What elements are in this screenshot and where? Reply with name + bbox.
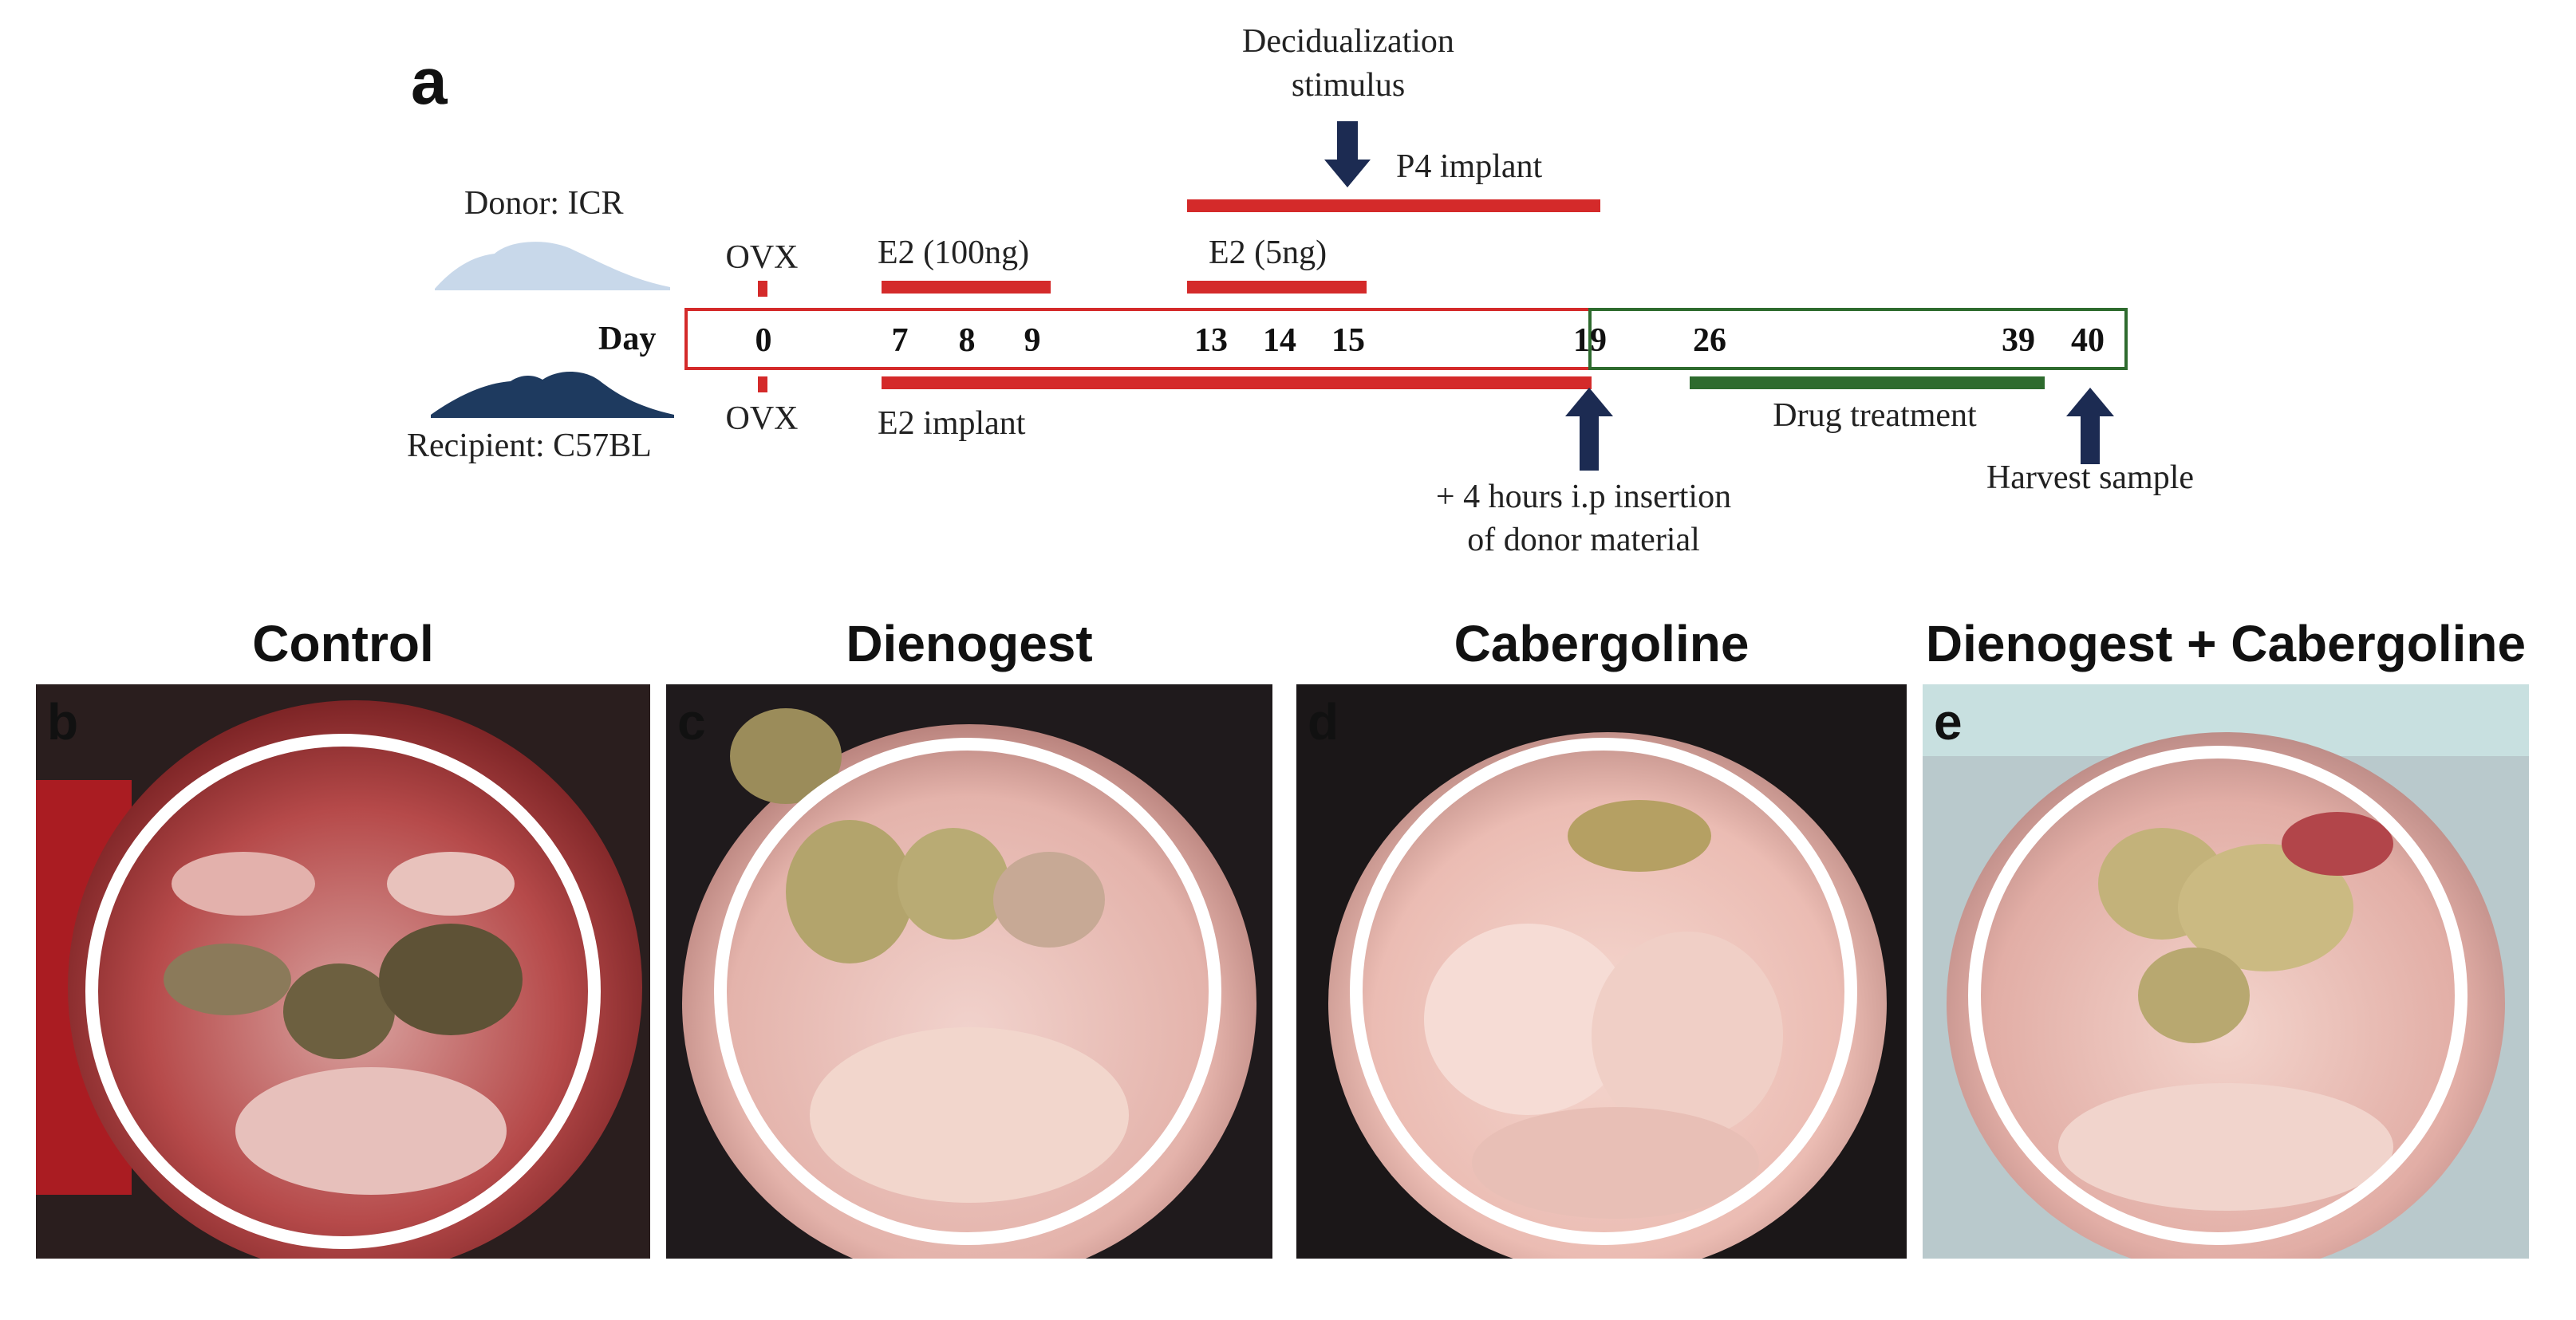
day-tick: 39 bbox=[2002, 322, 2035, 359]
insertion-label-line1: + 4 hours i.p insertion bbox=[1436, 479, 1731, 515]
day-tick: 40 bbox=[2071, 322, 2105, 359]
e2-5ng-bar bbox=[1187, 281, 1367, 294]
day-tick: 8 bbox=[959, 322, 976, 359]
decidualization-label-line1: Decidualization bbox=[1242, 23, 1454, 60]
timeline-diagram: a Decidualization stimulus P4 implant Do… bbox=[407, 23, 2194, 558]
insertion-arrow-icon bbox=[1565, 388, 1613, 471]
day-tick: 19 bbox=[1573, 322, 1607, 359]
ovx-bottom-label: OVX bbox=[726, 400, 799, 437]
p4-implant-bar bbox=[1187, 199, 1600, 212]
e2-5ng-label: E2 (5ng) bbox=[1209, 234, 1327, 271]
panel-c-title: Dienogest bbox=[846, 615, 1093, 672]
decidualization-arrow-icon bbox=[1324, 121, 1371, 187]
panel-c-photo: c bbox=[666, 684, 1272, 1259]
panel-b-photo: b bbox=[36, 684, 650, 1259]
day-tick: 0 bbox=[755, 322, 772, 359]
e2-implant-bar bbox=[882, 376, 1592, 389]
recipient-label: Recipient: C57BL bbox=[407, 428, 652, 464]
day-tick: 7 bbox=[892, 322, 909, 359]
e2-implant-label: E2 implant bbox=[878, 405, 1026, 442]
panel-e-photo: e bbox=[1923, 684, 2529, 1259]
ovx-top-label: OVX bbox=[726, 239, 799, 276]
insertion-label-line2: of donor material bbox=[1467, 522, 1700, 558]
ovx-top-marker bbox=[758, 281, 767, 297]
p4-implant-label: P4 implant bbox=[1396, 148, 1543, 185]
day-box-treatment bbox=[1588, 308, 2128, 370]
panel-e-image bbox=[1923, 684, 2529, 1259]
e2-100ng-bar bbox=[882, 281, 1051, 294]
panel-e-title: Dienogest + Cabergoline bbox=[1925, 615, 2527, 672]
day-tick: 15 bbox=[1331, 322, 1365, 359]
panel-b-letter: b bbox=[47, 693, 79, 751]
donor-mouse-icon bbox=[435, 242, 670, 290]
panel-b-title: Control bbox=[252, 615, 434, 672]
panel-e-letter: e bbox=[1934, 693, 1963, 751]
e2-100ng-label: E2 (100ng) bbox=[878, 234, 1029, 271]
harvest-label: Harvest sample bbox=[1986, 459, 2194, 496]
panel-a-letter: a bbox=[411, 45, 448, 118]
drug-treatment-label: Drug treatment bbox=[1773, 397, 1977, 434]
panel-c-letter: c bbox=[677, 693, 706, 751]
panel-d-title: Cabergoline bbox=[1454, 615, 1750, 672]
panel-d-letter: d bbox=[1308, 693, 1339, 751]
panel-c-image bbox=[666, 684, 1272, 1259]
panel-d-photo: d bbox=[1296, 684, 1907, 1259]
day-tick: 13 bbox=[1194, 322, 1228, 359]
day-box-pretreatment bbox=[684, 308, 1592, 370]
day-tick: 9 bbox=[1024, 322, 1041, 359]
decidualization-label-line2: stimulus bbox=[1292, 67, 1405, 104]
panel-d-image bbox=[1296, 684, 1907, 1259]
day-tick: 14 bbox=[1263, 322, 1296, 359]
harvest-arrow-icon bbox=[2066, 388, 2114, 464]
ovx-bottom-marker bbox=[758, 376, 767, 392]
recipient-mouse-icon bbox=[431, 371, 674, 418]
day-label: Day bbox=[598, 321, 656, 357]
drug-treatment-bar bbox=[1690, 376, 2045, 389]
day-tick: 26 bbox=[1693, 322, 1726, 359]
panel-b-image bbox=[36, 684, 650, 1259]
donor-label: Donor: ICR bbox=[464, 185, 624, 222]
